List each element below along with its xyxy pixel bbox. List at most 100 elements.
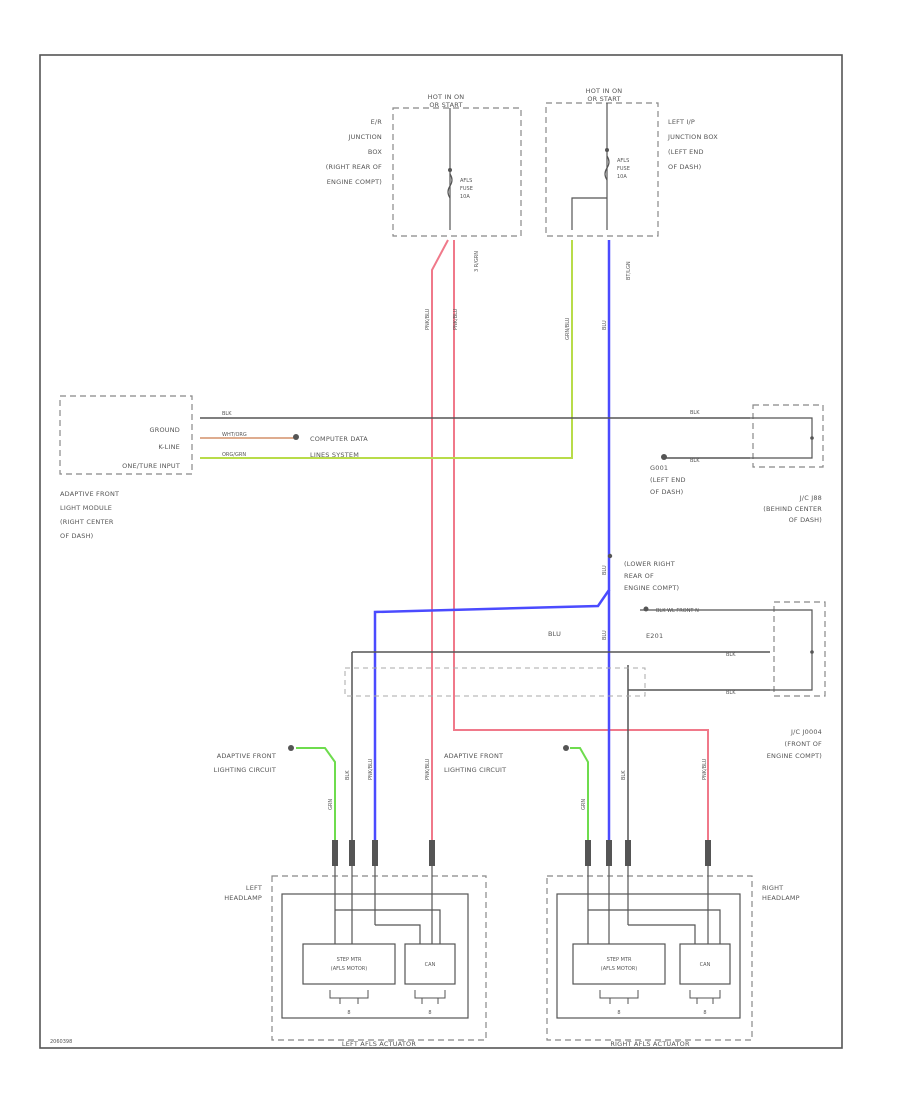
left-afc-label-1: ADAPTIVE FRONT — [217, 752, 276, 760]
right-pin-label-1: 8 — [617, 1010, 620, 1016]
fuse-right-header-2: OR START — [587, 95, 620, 103]
wire-green-left — [296, 747, 336, 840]
fuse-left-location-5: ENGINE COMPT) — [327, 178, 382, 186]
diagram-frame — [39, 54, 843, 1049]
right-motor-label-2: (AFLS MOTOR) — [601, 966, 638, 972]
fuse-right-location-4: OF DASH) — [668, 163, 701, 171]
e201-connector — [643, 606, 649, 612]
afs-module: GROUND K-LINE ONE/TURE INPUT BLK WHT/ORG… — [59, 395, 247, 540]
fuse-left-location-3: BOX — [368, 148, 382, 156]
afs-wire-label-3: ORG/GRN — [222, 452, 246, 458]
left-pin-label-1: 8 — [347, 1010, 350, 1016]
right-can-label: CAN — [700, 962, 711, 968]
fuse-right-location-1: LEFT I/P — [668, 118, 695, 126]
right-headlamp: RIGHT HEADLAMP STEP MTR (AFLS MOTOR) CAN… — [546, 866, 800, 1048]
vlabel-blu-2: BLU — [602, 565, 608, 575]
vlabel-blk-right: BLK — [621, 770, 627, 780]
jc-j0004-caption-3: ENGINE COMPT) — [767, 752, 822, 760]
fuse-left-name-2: FUSE — [460, 186, 473, 192]
vlabel-pnk-blu-1: PNK/BLU — [425, 308, 431, 330]
fuse-left-name-3: 10A — [460, 194, 470, 200]
fuse-right-name-2: FUSE — [617, 166, 630, 172]
g001-label: G001 — [650, 464, 668, 472]
engine-ground-symbol — [607, 553, 613, 559]
jc-j88-caption-2: (BEHIND CENTER — [763, 505, 822, 513]
fuse-left-location-2: JUNCTION — [347, 133, 382, 141]
engine-ground-location-3: ENGINE COMPT) — [624, 584, 679, 592]
fuse-left-header-1: HOT IN ON — [428, 93, 465, 101]
vlabel-grn: GRN/BLU — [565, 317, 571, 340]
afs-wire-label-2: WHT/ORG — [222, 432, 247, 438]
wire-blue-main — [373, 240, 611, 840]
right-connector-pins — [585, 840, 711, 866]
fuse-left-wire-label: 3 R/GRN — [474, 251, 480, 272]
vlabel-blu-1: BLU — [602, 320, 608, 330]
vlabel-pnk-right: PNK/BLU — [702, 758, 708, 780]
footer-code: 2060398 — [50, 1039, 72, 1045]
left-headlamp-label-1: LEFT — [246, 884, 262, 892]
afs-pin-ground: GROUND — [150, 426, 181, 434]
data-lines-connector — [293, 434, 299, 440]
vlabel-blu-3: BLU — [602, 630, 608, 640]
ground-wire-label: BLK — [690, 410, 700, 416]
left-motor-label-1: STEP MTR — [337, 957, 362, 963]
vlabel-blu-left: PNK/BLU — [368, 758, 374, 780]
left-afc-label-2: LIGHTING CIRCUIT — [214, 766, 276, 774]
g001-ground-symbol — [661, 454, 667, 460]
fuse-left-header-2: OR START — [429, 101, 462, 109]
jc-j88-caption-1: J/C J88 — [799, 494, 822, 502]
left-afc-connector — [288, 745, 294, 751]
left-connector-pins — [332, 840, 435, 866]
data-lines-label-2: LINES SYSTEM — [310, 451, 359, 459]
left-actuator-caption: LEFT AFLS ACTUATOR — [342, 1040, 416, 1048]
vlabel-pnk-left: PNK/BLU — [425, 758, 431, 780]
right-afc-connector — [563, 745, 569, 751]
jc-j88: J/C J88 (BEHIND CENTER OF DASH) — [750, 404, 824, 524]
junction-dash-region — [344, 667, 646, 697]
g001-location-1: (LEFT END — [650, 476, 686, 484]
wire-red-right — [453, 240, 709, 840]
fuse-box-left: HOT IN ON OR START E/R JUNCTION BOX (RIG… — [326, 93, 522, 272]
afs-pin-input: ONE/TURE INPUT — [122, 462, 180, 470]
fuse-right-name-1: AFLS — [617, 158, 629, 164]
jc-j0004-caption-2: (FRONT OF — [785, 740, 823, 748]
jc-j0004-caption-1: J/C J0004 — [790, 728, 822, 736]
fuse-right-location-2: JUNCTION BOX — [667, 133, 718, 141]
blu-wire-label: BLU — [548, 630, 561, 638]
right-actuator-caption: RIGHT AFLS ACTUATOR — [610, 1040, 690, 1048]
right-afc-label-1: ADAPTIVE FRONT — [444, 752, 503, 760]
jc-j0004-wire-1: BLK — [726, 652, 736, 658]
fuse-box-right: HOT IN ON OR START LEFT I/P JUNCTION BOX… — [545, 87, 718, 280]
wire-red-left — [431, 239, 449, 840]
fuse-right-header-1: HOT IN ON — [586, 87, 623, 95]
right-headlamp-label-2: HEADLAMP — [762, 894, 800, 902]
right-pin-label-2: 8 — [703, 1010, 706, 1016]
fuse-right-wire-label: BT/LGN — [626, 261, 632, 280]
e201-note: BLK WL FRONT N — [656, 608, 699, 614]
afs-caption-3: (RIGHT CENTER — [60, 518, 114, 526]
vlabel-blk-left: BLK — [345, 770, 351, 780]
data-lines-label-1: COMPUTER DATA — [310, 435, 368, 443]
fuse-right-location-3: (LEFT END — [668, 148, 704, 156]
vlabel-pnk-blu-2: PNK/BLU — [453, 308, 459, 330]
afs-caption-1: ADAPTIVE FRONT — [60, 490, 119, 498]
e201-label: E201 — [646, 632, 663, 640]
left-can-label: CAN — [425, 962, 436, 968]
fuse-right-name-3: 10A — [617, 174, 627, 180]
afs-wire-label-1: BLK — [222, 411, 232, 417]
afs-pin-kline: K-LINE — [158, 443, 180, 451]
g001-wire-label: BLK — [690, 458, 700, 464]
jc-j0004-wire-2: BLK — [726, 690, 736, 696]
jc-j88-caption-3: OF DASH) — [789, 516, 822, 524]
wire-green-right — [570, 747, 589, 840]
fuse-left-location-1: E/R — [371, 118, 383, 126]
left-motor-label-2: (AFLS MOTOR) — [331, 966, 368, 972]
afs-caption-4: OF DASH) — [60, 532, 93, 540]
jc-j0004: BLK BLK J/C J0004 (FRONT OF ENGINE COMPT… — [726, 601, 826, 760]
afs-caption-2: LIGHT MODULE — [60, 504, 112, 512]
g001-location-2: OF DASH) — [650, 488, 683, 496]
wire-green-data — [200, 240, 573, 459]
vlabel-grn-left: GRN — [328, 799, 334, 810]
right-motor-label-1: STEP MTR — [607, 957, 632, 963]
